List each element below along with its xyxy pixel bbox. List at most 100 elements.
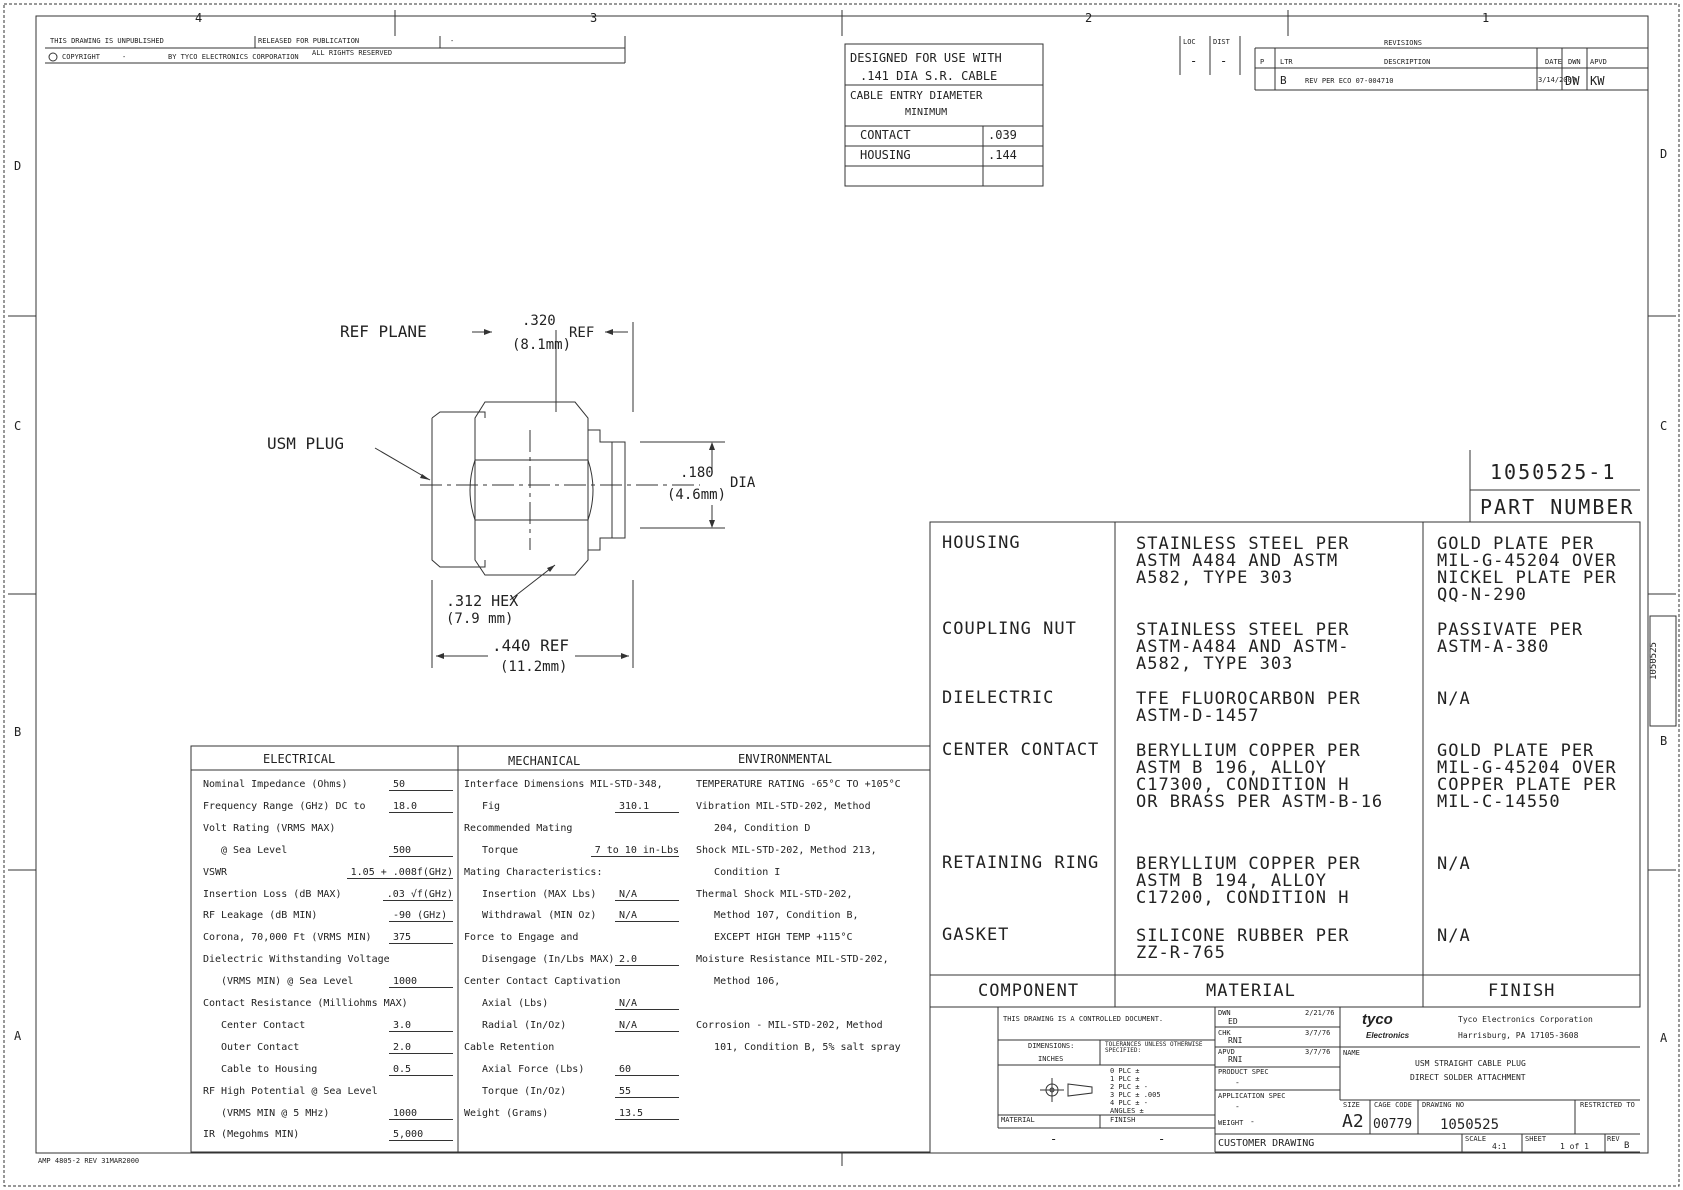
finish-value: - [1158, 1132, 1166, 1146]
rev-label: REV [1607, 1135, 1620, 1143]
part-name-2: DIRECT SOLDER ATTACHMENT [1410, 1073, 1526, 1082]
materials-materials: STAINLESS STEEL PER ASTM A484 AND ASTM A… [1136, 536, 1421, 976]
spec-row: Volt Rating (VRMS MAX) [203, 820, 453, 840]
cable-row-label: CONTACT [860, 128, 911, 142]
sheet-value: 1 of 1 [1560, 1142, 1589, 1151]
revisions-title: REVISIONS [1384, 39, 1422, 47]
scale-value: 4:1 [1492, 1142, 1507, 1151]
spec-label: Fig [482, 800, 501, 812]
rev-col-date: DATE [1545, 58, 1562, 66]
zone-label-side: A [1660, 1031, 1668, 1045]
copyright-label: COPYRIGHT [62, 53, 100, 61]
zone-label-side: B [14, 725, 22, 739]
plc-line: 0 PLC ± [1110, 1067, 1140, 1075]
finish-line: MIL-C-14550 [1437, 792, 1561, 812]
spec-value: N/A [615, 889, 679, 901]
plc-line: 4 PLC ± - [1110, 1099, 1148, 1107]
spec-label: Corona, 70,000 Ft (VRMS MIN) [203, 932, 372, 944]
material-line: ASTM-A484 AND ASTM- [1136, 637, 1350, 657]
plc-line: 3 PLC ± .005 [1110, 1091, 1161, 1099]
rev-apvd: KW [1590, 74, 1605, 88]
dim-112mm: (11.2mm) [500, 659, 568, 675]
spec-value: 1.05 + .008f(GHz) [346, 867, 453, 879]
spec-row: Nominal Impedance (Ohms)50 [203, 776, 453, 796]
finish-line: GOLD PLATE PER [1437, 741, 1595, 761]
zone-label-top: 4 [195, 11, 203, 25]
drawing-no-value: 1050525 [1440, 1117, 1500, 1133]
spec-label: Recommended Mating [464, 822, 573, 834]
customer-drawing: CUSTOMER DRAWING [1218, 1138, 1315, 1149]
zone-label-side: C [1660, 419, 1668, 433]
product-spec-label: PRODUCT SPEC [1218, 1068, 1269, 1076]
tolerances-label: TOLERANCES UNLESS OTHERWISE SPECIFIED: [1105, 1041, 1203, 1054]
spec-row: Radial (In/Oz)N/A [464, 1017, 679, 1037]
spec-row: Thermal Shock MIL-STD-202, [696, 886, 928, 906]
spec-row: Mating Characteristics: [464, 864, 679, 884]
spec-line: Corrosion - MIL-STD-202, Method [696, 1019, 883, 1031]
spec-row: Dielectric Withstanding Voltage [203, 951, 453, 971]
material-line: STAINLESS STEEL PER [1136, 620, 1350, 640]
spec-row: Shock MIL-STD-202, Method 213, [696, 842, 928, 862]
spec-label: Contact Resistance (Milliohms MAX) [203, 998, 408, 1009]
company-address: Harrisburg, PA 17105-3608 [1458, 1031, 1579, 1040]
spec-label: (VRMS MIN @ 5 MHz) [221, 1107, 330, 1119]
spec-value: 0.5 [389, 1064, 453, 1076]
material-line: TFE FLUOROCARBON PER [1136, 689, 1361, 709]
zone-label-top: 3 [590, 11, 598, 25]
cable-row-label: HOUSING [860, 148, 911, 162]
spec-value: 500 [389, 845, 453, 857]
material-value: - [1050, 1132, 1058, 1146]
spec-header-environmental: ENVIRONMENTAL [738, 752, 832, 766]
copyright-owner: BY TYCO ELECTRONICS CORPORATION [168, 53, 299, 61]
material-line: ASTM-D-1457 [1136, 706, 1260, 726]
spec-line: 101, Condition B, 5% salt spray [696, 1041, 901, 1053]
plc-line: ANGLES ± [1110, 1107, 1144, 1115]
spec-label: IR (Megohms MIN) [203, 1129, 300, 1141]
spec-row: Insertion (MAX Lbs)N/A [464, 886, 679, 906]
rev-col-ltr: LTR [1280, 58, 1293, 66]
material-line: ASTM A484 AND ASTM [1136, 551, 1339, 571]
material-line: ASTM B 194, ALLOY [1136, 871, 1327, 891]
material-line: OR BRASS PER ASTM-B-16 [1136, 792, 1384, 812]
weight-label: WEIGHT [1218, 1119, 1244, 1127]
chk-date: 3/7/76 [1305, 1029, 1331, 1037]
cable-entry-2: MINIMUM [905, 107, 948, 118]
dimensions-label: DIMENSIONS: [1028, 1042, 1075, 1050]
zone-label-top: 1 [1482, 11, 1490, 25]
part-number-label: PART NUMBER [1480, 495, 1635, 519]
spec-label: RF High Potential @ Sea Level [203, 1085, 378, 1097]
rev-col-apvd: APVD [1590, 58, 1607, 66]
usm-plug-label: USM PLUG [267, 434, 345, 453]
spec-label: Withdrawal (MIN Oz) [482, 910, 597, 922]
chk-name: RNI [1228, 1036, 1243, 1045]
spec-value: 310.1 [615, 801, 679, 813]
application-spec-label: APPLICATION SPEC [1218, 1092, 1286, 1100]
spec-label: Frequency Range (GHz) DC to [203, 800, 366, 812]
spec-row: RF High Potential @ Sea Level [203, 1083, 453, 1103]
rev-dist: - [1220, 54, 1228, 68]
cable-entry-1: CABLE ENTRY DIAMETER [850, 89, 983, 102]
finish-line: QQ-N-290 [1437, 585, 1527, 605]
component-name: CENTER CONTACT [942, 740, 1100, 760]
spec-row: Disengage (In/Lbs MAX)2.0 [464, 951, 679, 971]
spec-value: 3.0 [389, 1020, 453, 1032]
controlled-document: THIS DRAWING IS A CONTROLLED DOCUMENT. [1003, 1015, 1164, 1023]
scale-label: SCALE [1465, 1135, 1487, 1143]
connector-outline [374, 322, 725, 668]
finish-label: FINISH [1110, 1116, 1136, 1124]
spec-value: 375 [389, 933, 453, 945]
spec-row: Axial (Lbs)N/A [464, 995, 679, 1015]
cage-code-value: 00779 [1373, 1117, 1413, 1132]
cable-title-1: DESIGNED FOR USE WITH [850, 51, 1002, 65]
spec-row: Torque (In/Oz)55 [464, 1083, 679, 1103]
spec-row: Weight (Grams)13.5 [464, 1105, 679, 1125]
product-spec-value: - [1235, 1078, 1240, 1087]
spec-label: Weight (Grams) [464, 1107, 549, 1119]
spec-line: Method 107, Condition B, [696, 910, 859, 922]
rev-value: B [1624, 1141, 1630, 1151]
spec-line: Method 106, [696, 976, 781, 988]
spec-row: Corona, 70,000 Ft (VRMS MIN) 375 [203, 929, 453, 949]
